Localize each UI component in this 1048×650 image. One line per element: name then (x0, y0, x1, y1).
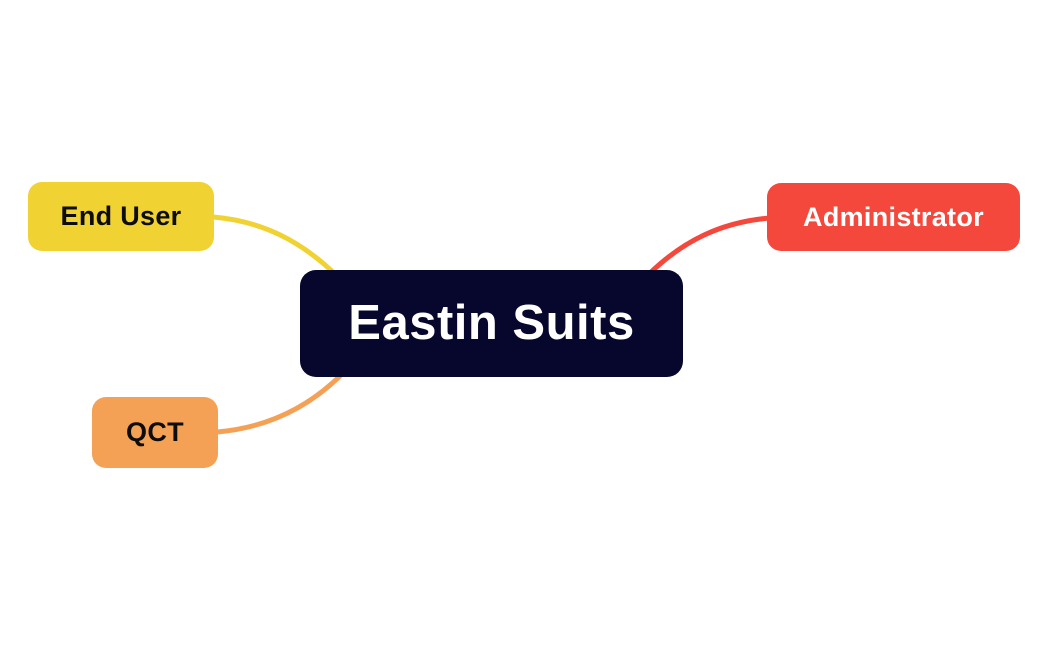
node-qct[interactable]: QCT (92, 397, 218, 468)
connector-qct (214, 371, 345, 435)
node-eastin-suits[interactable]: Eastin Suits (300, 270, 683, 377)
node-qct-label: QCT (126, 417, 184, 447)
node-end-user-label: End User (60, 201, 182, 231)
connector-end-user (210, 214, 339, 278)
node-administrator-label: Administrator (803, 201, 984, 232)
node-administrator[interactable]: Administrator (767, 183, 1020, 251)
connector-administrator (646, 215, 773, 277)
node-eastin-suits-label: Eastin Suits (348, 296, 635, 350)
node-end-user[interactable]: End User (28, 182, 214, 251)
